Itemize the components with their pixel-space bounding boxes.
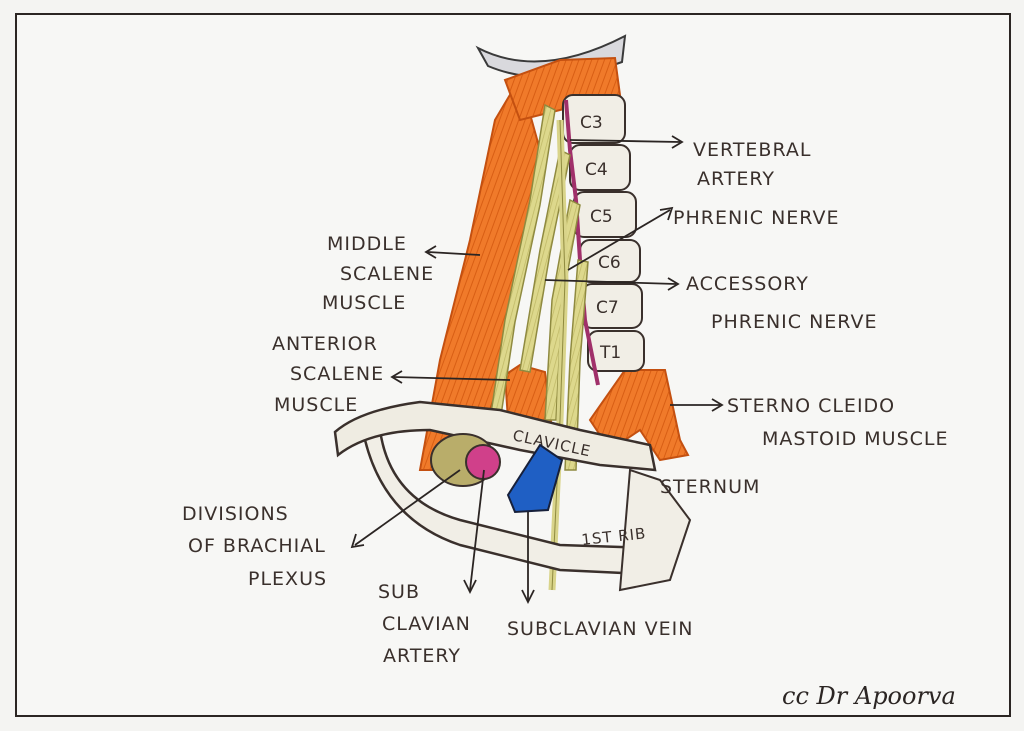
sternum-shape: [618, 468, 692, 592]
accessory-phrenic-label-2: PHRENIC NERVE: [711, 311, 877, 333]
upper-muscle-shape: [503, 56, 622, 122]
middle-scalene-label-2: SCALENE: [340, 263, 434, 285]
vertebra-c3: C3: [580, 113, 603, 133]
vertebra-c4: C4: [585, 160, 608, 180]
phrenic-nerve-label: PHRENIC NERVE: [673, 207, 839, 229]
vertebral-column: [562, 94, 645, 372]
vertebral-artery-label-2: ARTERY: [697, 168, 775, 190]
sternocleidomastoid-label-1: STERNO CLEIDO: [727, 395, 895, 417]
phrenic-nerve-outline: [551, 119, 566, 591]
subclavian-artery-label-1: SUB: [378, 581, 420, 603]
pointer-lines: [350, 135, 724, 605]
clavicle-shape: [333, 400, 657, 472]
middle-scalene-label-3: MUSCLE: [322, 292, 406, 314]
anterior-scalene-label-1: ANTERIOR: [272, 333, 378, 355]
vertebral-artery-shape: [564, 99, 600, 386]
middle-scalene-label-1: MIDDLE: [327, 233, 407, 255]
subclavian-artery-label-2: CLAVIAN: [382, 613, 471, 635]
nerve-bundle: [489, 103, 589, 471]
subclavian-vein-shape: [506, 443, 564, 514]
subclavian-vein-label: SUBCLAVIAN VEIN: [507, 618, 693, 640]
accessory-phrenic-label-1: ACCESSORY: [686, 273, 809, 295]
anterior-scalene-label-2: SCALENE: [290, 363, 384, 385]
subclavian-artery-label-3: ARTERY: [383, 645, 461, 667]
vertebral-artery-label-1: VERTEBRAL: [693, 139, 811, 161]
vertebra-c7: C7: [596, 298, 619, 318]
credit-signature: cc Dr Apoorva: [782, 682, 956, 710]
brachial-plexus-label-1: DIVISIONS: [182, 503, 289, 525]
vertebra-t1: T1: [599, 343, 621, 363]
brachial-plexus-label-3: PLEXUS: [248, 568, 327, 590]
sternocleidomastoid-label-2: MASTOID MUSCLE: [762, 428, 949, 450]
anterior-scalene-label-3: MUSCLE: [274, 394, 358, 416]
vertebra-c5: C5: [590, 207, 613, 227]
sternum-label: STERNUM: [660, 476, 760, 498]
brachial-plexus-label-2: OF BRACHIAL: [188, 535, 326, 557]
vertebra-c6: C6: [598, 253, 621, 273]
